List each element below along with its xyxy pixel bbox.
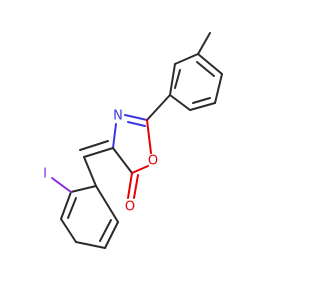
bond-ph-4 bbox=[75, 241, 106, 249]
bond-ph-2b bbox=[67, 197, 77, 219]
bond-tolyl-5 bbox=[214, 73, 223, 104]
bond-tolyl-4b bbox=[192, 97, 211, 104]
atom-iodine: I bbox=[43, 167, 47, 182]
bond-tolyl-c2 bbox=[146, 94, 171, 121]
bond-c2-o1 bbox=[146, 119, 152, 154]
bond-tolyl-2b bbox=[169, 63, 176, 96]
bond-exocyclic-double bbox=[79, 140, 109, 151]
bond-n-c4 bbox=[112, 123, 117, 149]
oxazolone-ring bbox=[112, 114, 152, 199]
bond-ph-5b bbox=[99, 219, 112, 242]
bond-ph-2 bbox=[60, 191, 72, 220]
bond-tolyl-3 bbox=[169, 94, 191, 111]
bond-ph-6 bbox=[95, 185, 119, 223]
bond-methyl bbox=[197, 32, 211, 55]
molecule-canvas: N O O I bbox=[43, 32, 223, 249]
iodophenyl-ring bbox=[60, 185, 119, 249]
atom-oxygen-carbonyl: O bbox=[125, 200, 135, 215]
bond-c2-n bbox=[124, 114, 148, 121]
atom-nitrogen: N bbox=[113, 109, 123, 124]
bond-tolyl-6b bbox=[196, 61, 215, 77]
bond-tolyl-1 bbox=[174, 53, 199, 65]
bond-c-i bbox=[51, 177, 72, 193]
bond-tolyl-6 bbox=[197, 53, 223, 75]
bond-exocyclic bbox=[83, 147, 114, 158]
bond-tolyl-4 bbox=[189, 102, 216, 111]
bond-c2-n-double bbox=[127, 121, 146, 127]
bond-o1-c5 bbox=[131, 165, 149, 174]
bond-ph-1 bbox=[70, 185, 97, 193]
molecule-structure: N O O I bbox=[43, 32, 223, 249]
bond-c5-c4 bbox=[112, 147, 133, 174]
tolyl-ring bbox=[169, 53, 223, 111]
bond-ph-3 bbox=[60, 218, 77, 243]
atom-oxygen-ring: O bbox=[148, 154, 158, 169]
bond-c5-o bbox=[127, 172, 133, 199]
bond-ch-benzene bbox=[83, 156, 97, 187]
bond-tolyl-2 bbox=[174, 69, 181, 89]
bond-c5-o-double bbox=[133, 174, 139, 199]
bond-ph-5 bbox=[104, 221, 119, 249]
